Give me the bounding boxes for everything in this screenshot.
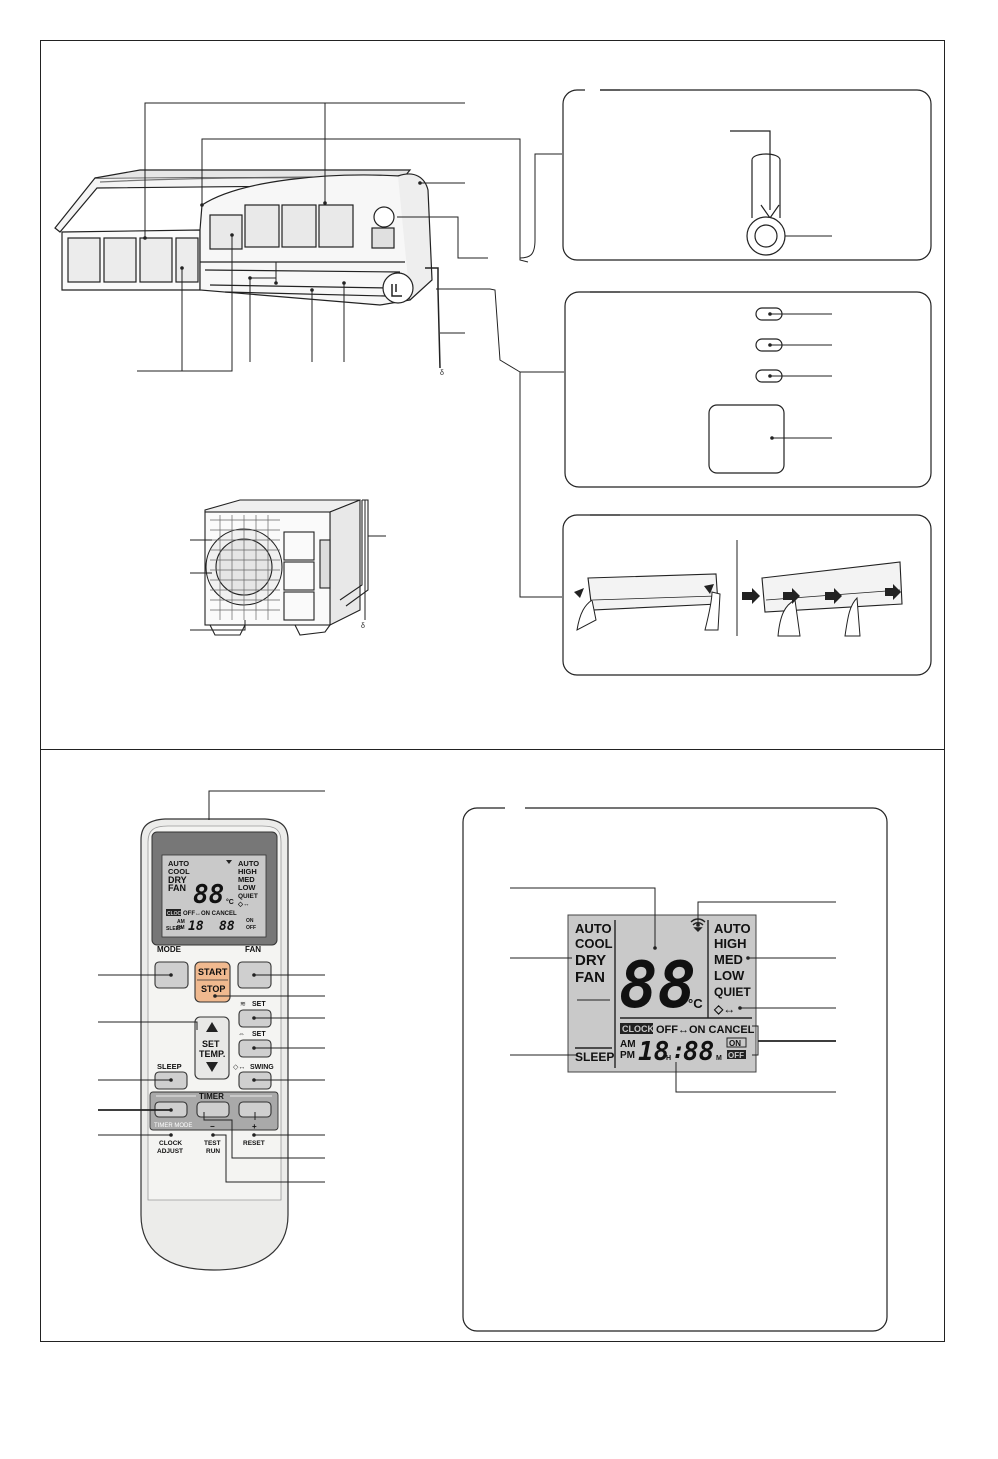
svg-text:δ: δ — [361, 623, 365, 630]
mini-mode-auto: AUTO — [168, 859, 189, 868]
mini-mode-fan: FAN — [168, 883, 186, 893]
lcd-leader-dots — [653, 923, 750, 1010]
stop-label: STOP — [201, 984, 225, 994]
mini-clock-tag: CLOCK — [167, 911, 185, 917]
outdoor-unit: δ — [204, 499, 369, 636]
swing-icon: ◇↔ — [233, 1064, 245, 1071]
lcd-off: OFF — [728, 1051, 744, 1060]
indoor-leader-lines — [137, 102, 564, 598]
lcd-on: ON — [729, 1039, 741, 1048]
remote-control: AUTO COOL DRY FAN AUTO HIGH MED LOW QUIE… — [140, 818, 289, 1271]
svg-text:δ: δ — [440, 370, 444, 377]
set-temp-label-2: TEMP. — [199, 1049, 225, 1059]
lcd-sleep: SLEEP — [575, 1050, 614, 1064]
sleep-label: SLEEP — [157, 1062, 182, 1071]
mini-timer-line: OFF↔ON CANCEL — [183, 911, 237, 917]
timer-mode-label: TIMER MODE — [154, 1123, 192, 1129]
mini-swing-icon: ◇↔ — [237, 901, 250, 908]
set-temp-button[interactable] — [194, 1016, 230, 1080]
mini-fan-quiet: QUIET — [238, 893, 258, 900]
mode-label: MODE — [157, 945, 182, 954]
lcd-mode-cool: COOL — [575, 936, 613, 951]
start-label: START — [198, 967, 228, 977]
detail-box-sensor — [562, 88, 932, 261]
lcd-unit: °C — [688, 996, 703, 1011]
horizontal-airflow-icon: ⇔ — [238, 1031, 245, 1038]
swing-label: SWING — [250, 1064, 274, 1071]
lcd-clock-tag: CLOCK — [622, 1024, 654, 1034]
lcd-fan-high: HIGH — [714, 936, 747, 951]
lcd-mode-dry: DRY — [575, 952, 606, 969]
reset-label: RESET — [243, 1140, 265, 1147]
test-run-label-2: RUN — [206, 1148, 220, 1155]
lcd-temperature: 88 — [619, 949, 696, 1023]
vertical-airflow-icon: ≋ — [240, 1001, 246, 1008]
lcd-mode-fan: FAN — [575, 969, 605, 986]
test-run-label-1: TEST — [204, 1140, 221, 1147]
lcd-minute: 88 — [683, 1037, 714, 1067]
clock-adjust-label-1: CLOCK — [159, 1140, 182, 1147]
lcd-fan-quiet: QUIET — [714, 985, 751, 999]
lcd-swing-icon: ◇↔ — [713, 1002, 735, 1016]
bottom-figure-frame — [40, 749, 945, 1342]
down-arrow-icon — [206, 1062, 218, 1072]
mini-on: ON — [246, 918, 254, 924]
antenna-icon — [226, 860, 232, 864]
right-arrow-icon — [825, 588, 842, 604]
mini-off: OFF — [246, 925, 256, 931]
set-temp-label-1: SET — [202, 1039, 220, 1049]
lcd-colon: : — [672, 1039, 685, 1064]
lcd-am: AM — [620, 1039, 636, 1050]
detail-box-indicators — [564, 291, 932, 488]
detail-box-panel-removal — [562, 514, 932, 676]
mini-mode-dry: DRY — [168, 875, 187, 885]
right-arrow-icon — [742, 588, 760, 604]
timer-label: TIMER — [199, 1092, 224, 1101]
lcd-fan-med: MED — [714, 952, 743, 967]
lcd-leader-lines — [510, 887, 836, 1093]
mini-unit: °C — [226, 898, 234, 906]
remote-leader-dots — [169, 973, 256, 1137]
lcd-hour: 18 — [638, 1037, 669, 1067]
lcd-segments: AUTO COOL DRY FAN AUTO HIGH MED LOW QUIE… — [575, 921, 755, 1067]
lcd-pm: PM — [620, 1050, 635, 1061]
minus-label: − — [210, 1122, 215, 1131]
indoor-unit: δ — [54, 169, 444, 377]
mini-minute: 88 — [219, 919, 235, 934]
mini-fan-auto: AUTO — [238, 859, 259, 868]
mini-sleep: SLEEP — [166, 926, 183, 932]
lcd-minute-unit: M — [716, 1055, 722, 1062]
lcd-fan-low: LOW — [714, 968, 745, 983]
remote-leader-lines — [98, 790, 325, 1183]
mini-fan-low: LOW — [238, 883, 256, 892]
mini-mode-cool: COOL — [168, 867, 190, 876]
leader-dots — [143, 181, 422, 292]
lcd-mode-auto: AUTO — [575, 921, 612, 936]
timer-minus-button[interactable] — [196, 1101, 230, 1118]
lcd-timer-line: OFF↔ON CANCEL — [656, 1024, 755, 1036]
mini-am: AM — [177, 919, 185, 925]
lcd-detail-box: AUTO COOL DRY FAN AUTO HIGH MED LOW QUIE… — [462, 806, 888, 1332]
plus-label: + — [252, 1122, 257, 1131]
clock-adjust-label-2: ADJUST — [157, 1148, 183, 1155]
mini-pm: PM — [177, 925, 185, 931]
mini-fan-high: HIGH — [238, 867, 257, 876]
remote-mini-display: AUTO COOL DRY FAN AUTO HIGH MED LOW QUIE… — [166, 859, 259, 934]
outdoor-leader-lines — [190, 535, 386, 631]
set-vertical-label: SET — [252, 1001, 266, 1008]
up-arrow-icon — [206, 1022, 218, 1032]
set-horizontal-label: SET — [252, 1031, 266, 1038]
right-arrow-icon — [885, 584, 901, 600]
fan-label: FAN — [245, 945, 261, 954]
start-stop-button[interactable] — [194, 961, 231, 1003]
mini-hour: 18 — [188, 919, 204, 934]
mini-fan-med: MED — [238, 875, 255, 884]
mini-temp: 88 — [193, 880, 224, 910]
lcd-hour-unit: H — [666, 1055, 671, 1062]
lcd-fan-auto: AUTO — [714, 921, 751, 936]
right-arrow-icon — [783, 588, 800, 604]
